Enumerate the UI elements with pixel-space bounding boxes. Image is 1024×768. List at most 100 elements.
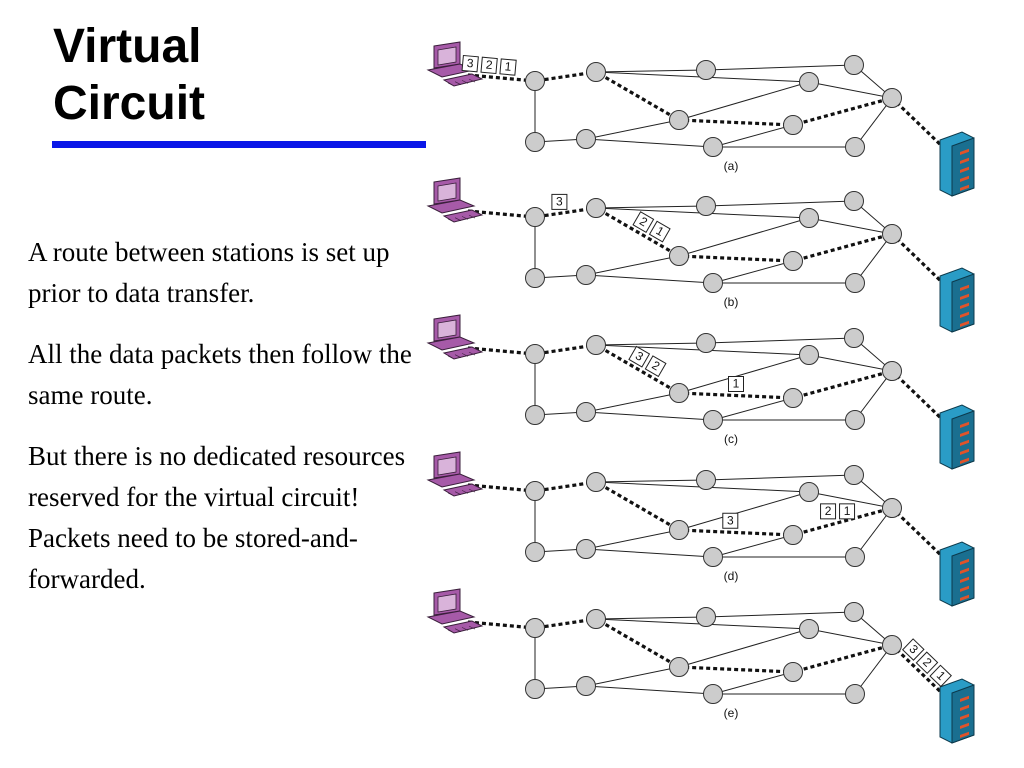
router-node bbox=[844, 328, 864, 348]
base-unit bbox=[426, 610, 476, 625]
packet-train: 3 bbox=[722, 512, 739, 529]
network-link bbox=[712, 260, 794, 284]
monitor-screen bbox=[437, 182, 457, 202]
router-node bbox=[783, 115, 803, 135]
network-panel-2: (b)321 bbox=[426, 177, 975, 333]
router-node bbox=[845, 684, 865, 704]
router-node bbox=[783, 388, 803, 408]
keyboard-key bbox=[468, 214, 476, 219]
server-drive-light bbox=[960, 448, 969, 456]
packet-train: 32 bbox=[628, 345, 667, 378]
server-drive-light bbox=[960, 320, 969, 327]
server-drive-light bbox=[960, 157, 969, 164]
workstation-icon bbox=[426, 177, 484, 223]
packet-box bbox=[551, 193, 568, 210]
router-node bbox=[586, 472, 606, 492]
router-node bbox=[669, 246, 689, 266]
workstation-icon bbox=[426, 451, 484, 497]
router-node bbox=[845, 137, 865, 157]
network-panel-3: (c) 32 1 bbox=[426, 314, 975, 470]
network-link bbox=[854, 370, 893, 421]
network-link bbox=[854, 97, 893, 148]
router-node bbox=[844, 55, 864, 75]
router-node bbox=[845, 273, 865, 293]
network-link bbox=[712, 671, 794, 695]
base-unit bbox=[426, 336, 476, 351]
network-link bbox=[705, 611, 855, 618]
network-link bbox=[595, 205, 707, 209]
packet-box bbox=[839, 503, 856, 520]
monitor-screen bbox=[437, 593, 457, 613]
network-link bbox=[585, 411, 714, 421]
packet-train: 1 bbox=[728, 376, 744, 392]
router-node bbox=[696, 607, 716, 627]
server-drive-light bbox=[960, 731, 969, 739]
keyboard-key bbox=[468, 351, 476, 356]
router-node bbox=[882, 361, 902, 381]
panel-label: (a) bbox=[724, 159, 739, 173]
network-link bbox=[808, 628, 893, 646]
keyboard-key bbox=[468, 625, 476, 630]
title-underline bbox=[52, 141, 426, 148]
workstation-icon bbox=[426, 588, 484, 634]
router-node bbox=[696, 196, 716, 216]
keyboard-key bbox=[468, 488, 476, 493]
server-front bbox=[951, 273, 975, 333]
server-icon bbox=[939, 678, 975, 744]
packet-train: 21 bbox=[632, 211, 671, 243]
panel-label: (c) bbox=[724, 432, 738, 446]
keyboard-key bbox=[447, 629, 455, 634]
router-node bbox=[525, 618, 545, 638]
keyboard-key bbox=[454, 491, 462, 495]
packet-number: 1 bbox=[504, 59, 512, 74]
server-front bbox=[951, 684, 975, 744]
network-link bbox=[712, 534, 794, 558]
router-node bbox=[576, 676, 596, 696]
server-drive-light bbox=[960, 695, 969, 703]
server-drive-light bbox=[960, 284, 969, 291]
network-link bbox=[808, 81, 893, 99]
packet-number: 3 bbox=[556, 194, 563, 208]
keyboard-key bbox=[461, 490, 469, 494]
server-icon bbox=[939, 541, 975, 607]
paragraph-store-forward: But there is no dedicated resources rese… bbox=[28, 441, 406, 594]
packet-box bbox=[480, 56, 498, 75]
router-node bbox=[525, 542, 545, 562]
router-node bbox=[844, 465, 864, 485]
router-node bbox=[845, 547, 865, 567]
network-link bbox=[585, 666, 680, 687]
router-node bbox=[882, 88, 902, 108]
server-drive-light bbox=[960, 594, 969, 602]
network-link bbox=[712, 397, 794, 421]
packet-number: 2 bbox=[485, 58, 493, 73]
server-drive-light bbox=[960, 567, 969, 575]
router-node bbox=[586, 335, 606, 355]
network-link bbox=[585, 138, 714, 148]
network-link bbox=[585, 119, 680, 140]
packet-train: 3 bbox=[551, 193, 568, 210]
packet-box bbox=[728, 376, 744, 392]
packet-box bbox=[461, 54, 479, 73]
server-drive-light bbox=[960, 430, 969, 438]
network-panel-5: (e)321 bbox=[426, 588, 975, 744]
server-drive-light bbox=[960, 302, 969, 309]
monitor-screen bbox=[437, 456, 457, 476]
monitor-screen bbox=[437, 46, 457, 66]
router-node bbox=[586, 198, 606, 218]
router-node bbox=[696, 60, 716, 80]
network-link bbox=[678, 491, 810, 531]
network-link bbox=[595, 479, 707, 483]
packet-number: 3 bbox=[466, 56, 474, 71]
base-unit bbox=[426, 199, 476, 214]
packet-box bbox=[648, 220, 671, 243]
router-node bbox=[703, 547, 723, 567]
packet-box bbox=[628, 345, 651, 368]
network-link bbox=[854, 507, 893, 558]
server-drive-light bbox=[960, 421, 969, 429]
network-link bbox=[585, 529, 680, 550]
title-line-1: Virtual bbox=[53, 20, 202, 73]
network-link bbox=[595, 616, 707, 620]
keyboard-key bbox=[454, 628, 462, 632]
